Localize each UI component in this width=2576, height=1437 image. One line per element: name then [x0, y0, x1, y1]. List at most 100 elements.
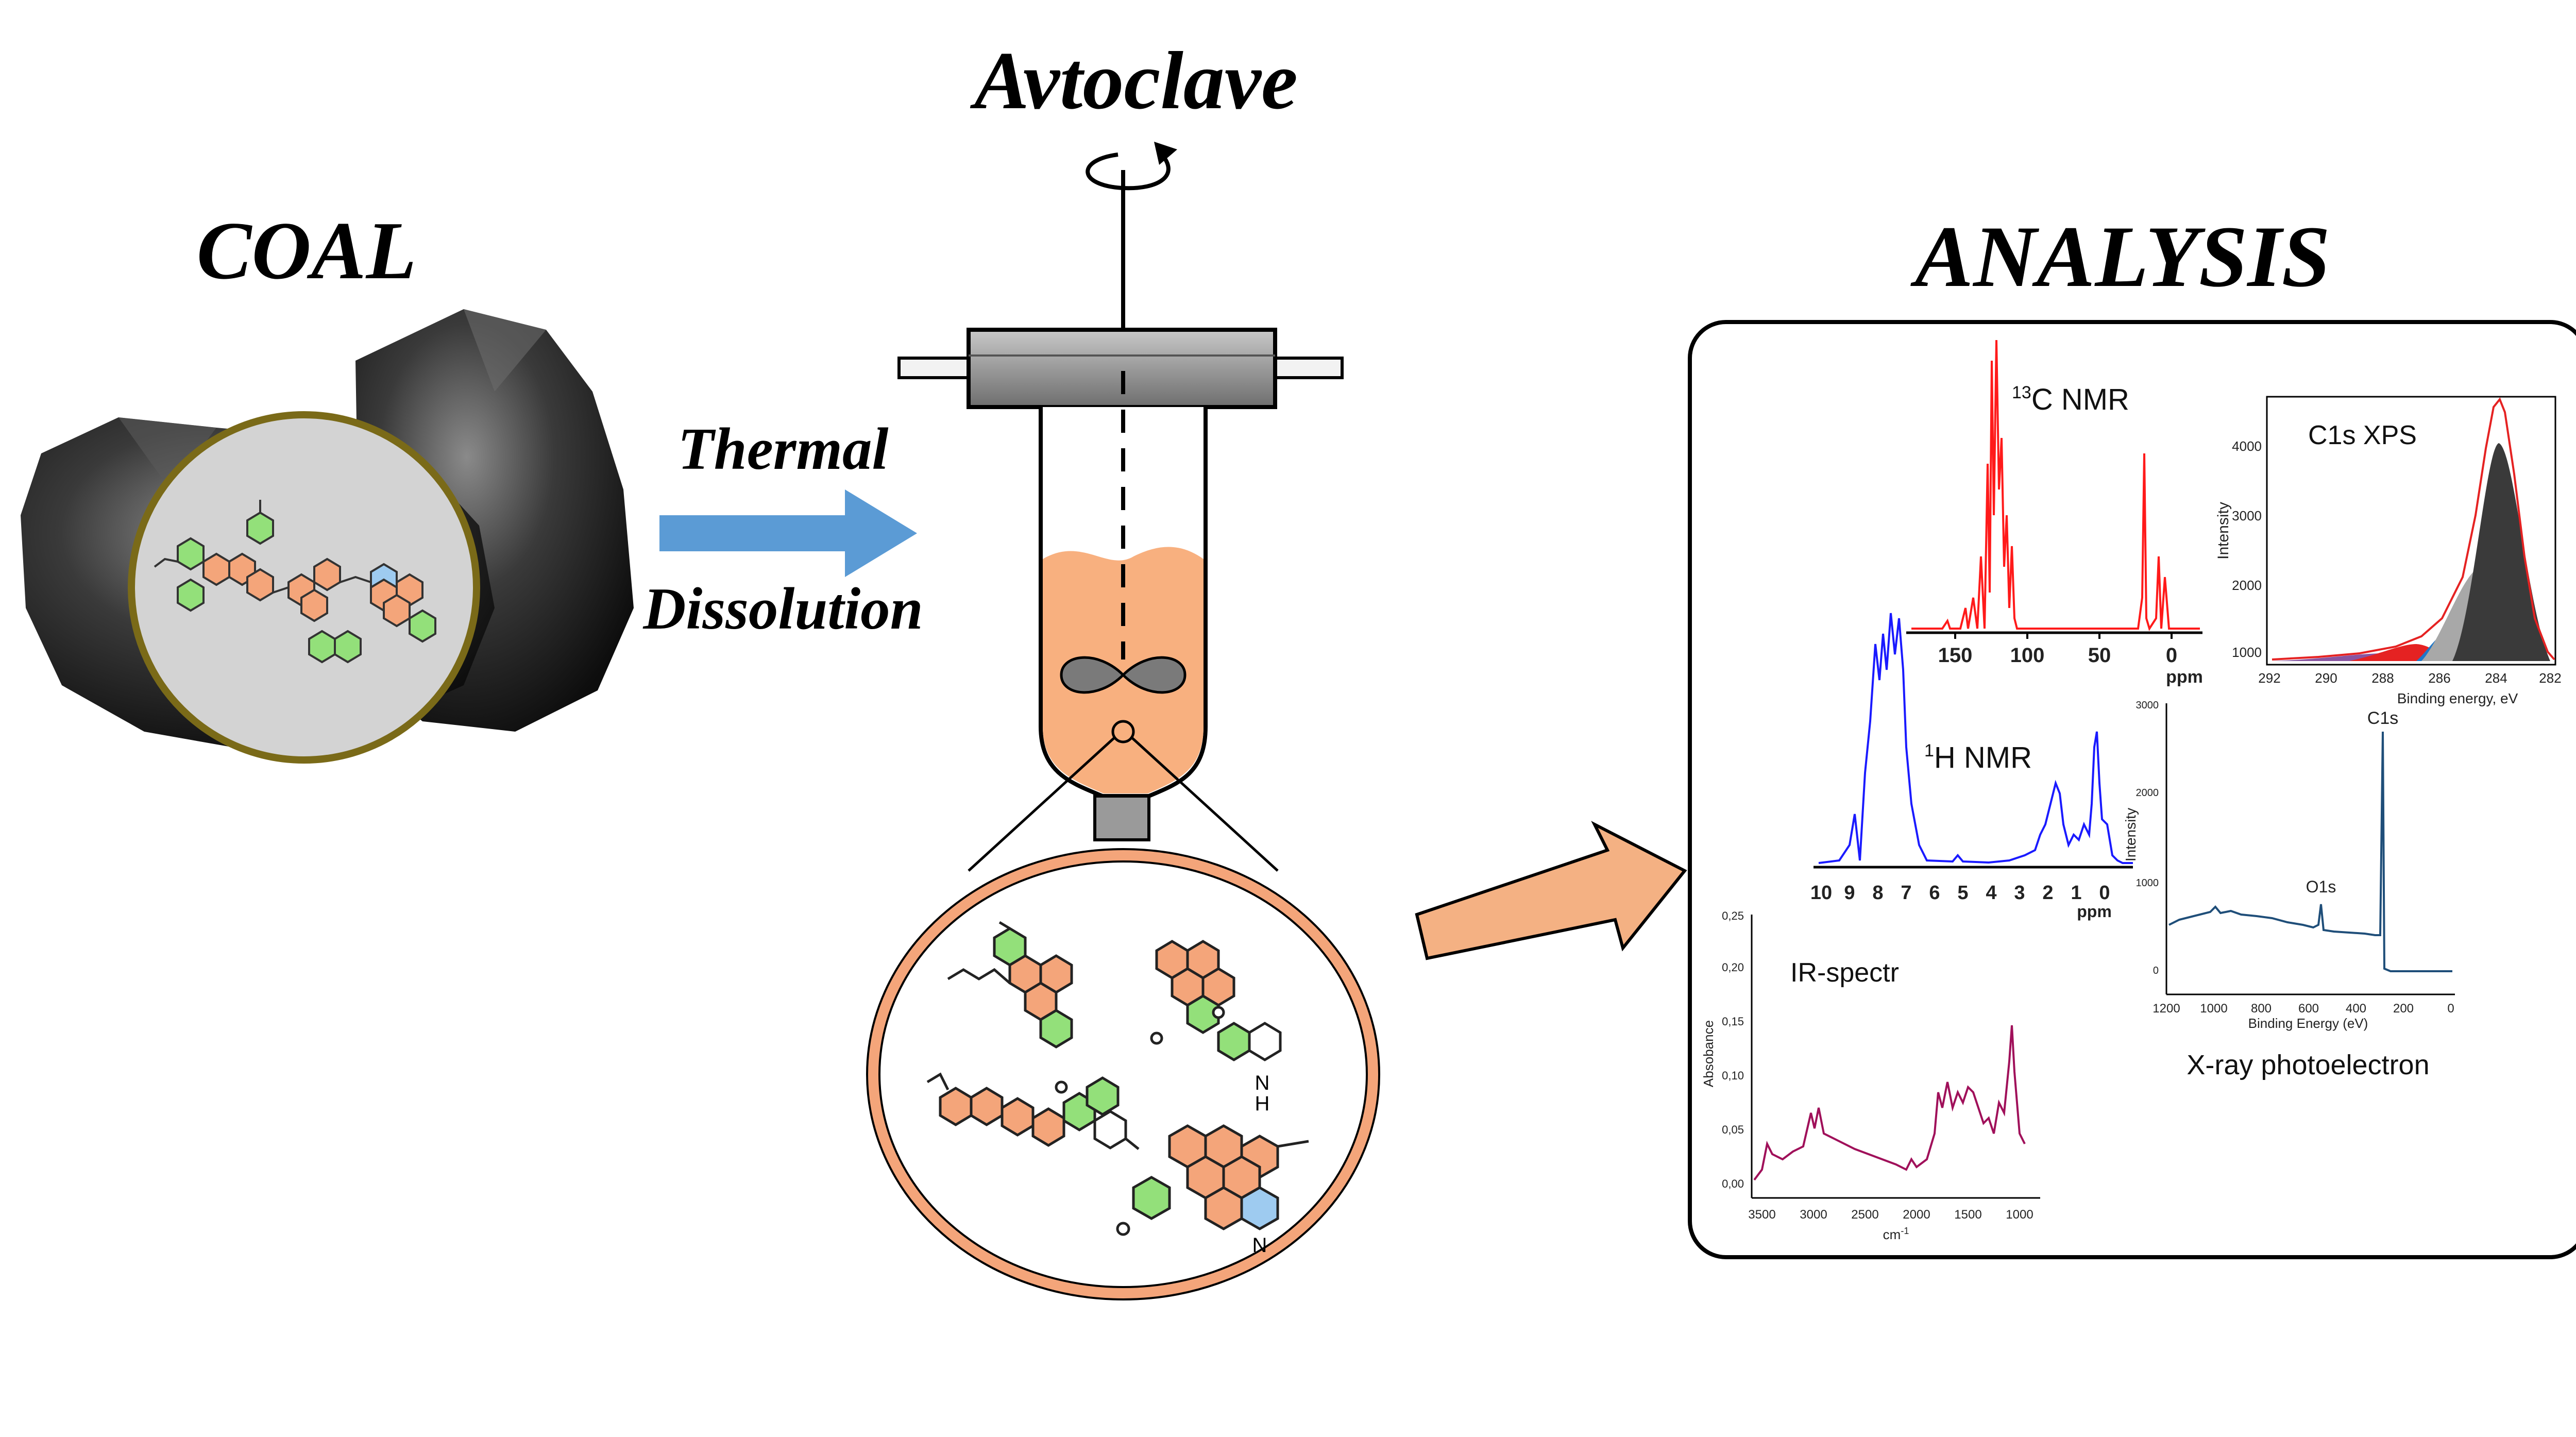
side-chain	[926, 1072, 950, 1091]
ring-green	[409, 609, 436, 643]
c1s-xlabel: Binding energy, eV	[2397, 690, 2518, 706]
h1-tick-label: 3	[2014, 882, 2025, 904]
coal-facet-2	[464, 309, 546, 392]
c1s-ytick: 3000	[2232, 508, 2262, 523]
survey-caption: X-ray photoelectron	[2187, 1050, 2429, 1080]
ir-ylabel: Absobance	[1701, 1020, 1716, 1087]
survey-xtick: 400	[2346, 1002, 2366, 1016]
autoclave-outlet	[1093, 794, 1150, 841]
survey-xtick: 1000	[2200, 1002, 2227, 1016]
survey-peak-o1s: O1s	[2306, 877, 2336, 896]
coal-molecule-structure	[154, 500, 436, 664]
nitrogen-label: N	[1252, 1234, 1267, 1257]
ring-green	[1186, 994, 1220, 1034]
survey-xtick: 600	[2298, 1002, 2319, 1016]
ir-ytick: 0,00	[1722, 1177, 1744, 1190]
ir-label: IR-spectr	[1790, 958, 1899, 988]
c1s-component-darkgray	[2452, 443, 2550, 661]
thermal-dissolution-arrow: Thermal Dissolution	[642, 416, 923, 641]
side-chain	[998, 921, 1011, 930]
survey-ytick: 2000	[2136, 787, 2159, 799]
h1-tick-label: 7	[1901, 882, 1911, 904]
ir-xlabel-main: cm	[1883, 1227, 1901, 1242]
ir-xtick: 2000	[1903, 1208, 1930, 1222]
rotation-arrowhead-icon	[1154, 142, 1177, 165]
ir-xlabel-sup: -1	[1901, 1226, 1909, 1236]
ring-piperidine	[1248, 1022, 1282, 1061]
ir-xtick: 2500	[1851, 1208, 1878, 1222]
h1-tick-label: 6	[1929, 882, 1940, 904]
c1s-xtick: 286	[2428, 670, 2450, 686]
oxygen-atom	[1116, 1222, 1130, 1236]
c13-nmr-chart: 13C NMR 150 100 50 0 ppm	[1906, 340, 2203, 687]
c13-ticks	[1954, 633, 2173, 639]
survey-ytick: 1000	[2136, 877, 2159, 889]
h1-tick-label: 4	[1986, 882, 1996, 904]
ir-chart: IR-spectr Absobance 0,00 0,05 0,10 0,15 …	[1701, 909, 2040, 1242]
h1-tick-label: 5	[1957, 882, 1968, 904]
h1-tick-label: 0	[2099, 882, 2110, 904]
ir-xlabel: cm-1	[1883, 1226, 1909, 1242]
c13-label-sup: 13	[2012, 383, 2031, 402]
autoclave-title: Avtoclave	[970, 35, 1298, 126]
oxygen-atom	[1150, 1032, 1163, 1045]
ring-green	[1086, 1076, 1120, 1116]
h1-label: 1H NMR	[1924, 741, 2032, 774]
c13-label-main: C NMR	[2031, 383, 2129, 416]
c1s-xtick: 284	[2485, 670, 2507, 686]
ring-plain	[1093, 1110, 1127, 1149]
survey-peak-c1s: C1s	[2367, 708, 2398, 728]
h1-unit: ppm	[2077, 902, 2112, 921]
product-zoom-circle-outline	[866, 848, 1380, 1300]
oxygen-atom	[1212, 1006, 1225, 1019]
coal-title: COAL	[197, 205, 417, 296]
product-zoom-circle-inner	[878, 860, 1368, 1288]
h1-nmr-chart: 1H NMR 10 9 8 7 6 5 4 3 2 1 0 ppm	[1810, 613, 2133, 921]
arrow-label-thermal: Thermal	[678, 416, 889, 482]
h1-label-sup: 1	[1924, 741, 1934, 760]
zoom-line-right	[1130, 736, 1279, 872]
c13-tick-label: 0	[2166, 644, 2177, 667]
ir-ytick: 0,05	[1722, 1123, 1744, 1136]
c1s-ylabel: Intensity	[2215, 502, 2232, 560]
ring-green	[177, 537, 205, 571]
impeller-icon	[1060, 656, 1187, 694]
sample-point	[1111, 720, 1135, 743]
ring-orange	[202, 552, 230, 586]
ring-green	[246, 511, 274, 545]
c1s-xtick: 290	[2315, 670, 2337, 686]
ring-orange	[1204, 1186, 1243, 1230]
c1s-ytick: 4000	[2232, 438, 2262, 454]
c13-tick-label: 50	[2088, 644, 2111, 667]
ring-green	[1039, 1009, 1073, 1049]
survey-spectrum	[2168, 731, 2452, 972]
coal-image	[21, 309, 634, 764]
survey-xtick: 800	[2251, 1002, 2272, 1016]
nitrogen-label: N	[1255, 1072, 1270, 1094]
c1s-xps-chart: C1s XPS Intensity 1000 2000 3000 4000 29…	[2215, 396, 2562, 706]
c13-tick-label: 150	[1938, 644, 1973, 667]
ir-ytick: 0,20	[1722, 961, 1744, 974]
ring-orange	[1031, 1107, 1065, 1147]
c1s-ytick: 2000	[2232, 578, 2262, 593]
ring-orange	[313, 557, 341, 591]
ir-xtick: 3500	[1748, 1208, 1775, 1222]
side-chain	[154, 557, 178, 568]
zoom-line-left	[968, 736, 1116, 872]
side-chain	[947, 968, 1011, 984]
c1s-xtick: 282	[2539, 670, 2561, 686]
hydrogen-label: H	[1255, 1092, 1270, 1115]
analysis-title: ANALYSIS	[1910, 208, 2330, 305]
to-analysis-arrow	[1415, 821, 1687, 960]
ir-spectrum	[1753, 1025, 2026, 1181]
c1s-xtick: 288	[2371, 670, 2394, 686]
survey-ytick: 0	[2153, 965, 2159, 976]
survey-xtick: 1200	[2153, 1002, 2180, 1016]
ring-orange	[300, 588, 328, 622]
vessel-liquid	[1043, 547, 1204, 793]
survey-ylabel: Intensity	[2123, 808, 2139, 861]
h1-tick-label: 9	[1844, 882, 1855, 904]
ring-green	[308, 630, 336, 664]
ring-green	[1132, 1176, 1171, 1220]
